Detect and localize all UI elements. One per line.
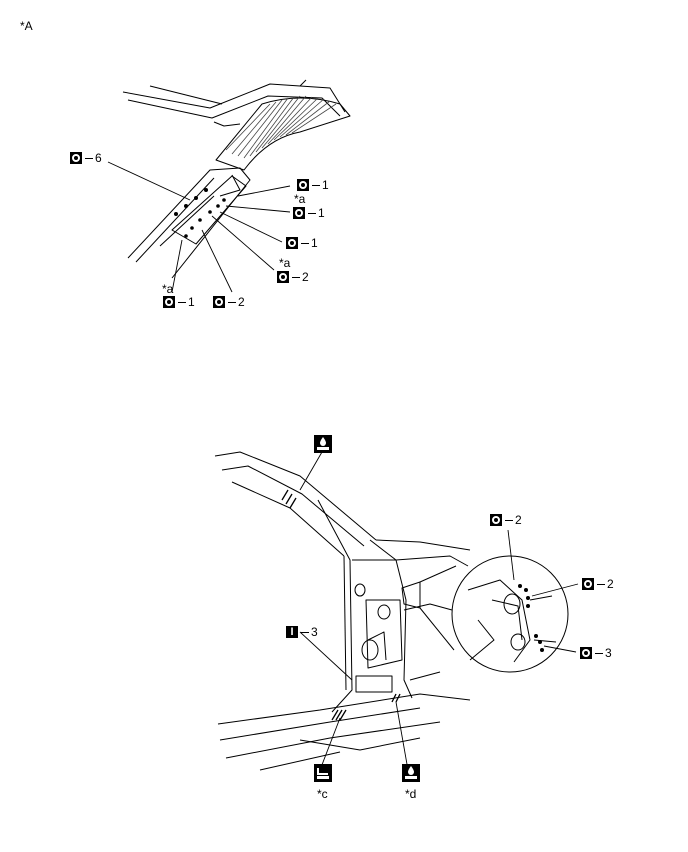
spot-weld-icon bbox=[293, 207, 305, 219]
callout-number: 3 bbox=[311, 625, 318, 639]
sealer-icon-d bbox=[402, 764, 420, 782]
detail-weld-spots bbox=[518, 584, 544, 652]
callout-number: 3 bbox=[605, 646, 612, 660]
callout-number: 2 bbox=[238, 295, 245, 309]
callout-dash bbox=[178, 301, 186, 303]
callout-weld-2-a: 2 bbox=[277, 271, 309, 283]
plug-weld-icon bbox=[286, 626, 298, 638]
spot-weld-icon bbox=[490, 514, 502, 526]
detail-view-circle bbox=[451, 555, 569, 673]
sealer-icon-c bbox=[314, 764, 332, 782]
note-a: *a bbox=[294, 192, 306, 206]
top-pillar-illustration bbox=[122, 79, 351, 279]
top-weld-spots bbox=[174, 188, 226, 238]
spot-weld-icon bbox=[163, 296, 175, 308]
callout-weld-1-bottom: 1 bbox=[163, 296, 195, 308]
callout-dash bbox=[595, 652, 603, 654]
sealer-drop-icon bbox=[317, 437, 329, 450]
callout-dash bbox=[292, 276, 300, 278]
callout-dash bbox=[301, 631, 309, 633]
callout-number: 1 bbox=[188, 295, 195, 309]
view-a-label: *A bbox=[20, 19, 33, 33]
bottom-leader-lines bbox=[299, 451, 579, 771]
spot-weld-icon bbox=[580, 647, 592, 659]
callout-number: 2 bbox=[515, 513, 522, 527]
note-a: *a bbox=[162, 282, 174, 296]
callout-dash bbox=[597, 583, 605, 585]
callout-detail-weld-2-right: 2 bbox=[582, 578, 614, 590]
spot-weld-icon bbox=[277, 271, 289, 283]
spot-weld-icon bbox=[286, 237, 298, 249]
spot-weld-icon bbox=[582, 578, 594, 590]
callout-number: 1 bbox=[322, 178, 329, 192]
top-leader-lines bbox=[107, 161, 291, 293]
callout-weld-2-bottom: 2 bbox=[213, 296, 245, 308]
note-a: *a bbox=[279, 256, 291, 270]
spot-weld-icon bbox=[70, 152, 82, 164]
sealer-icon bbox=[314, 435, 332, 453]
callout-dash bbox=[312, 184, 320, 186]
callout-dash bbox=[505, 519, 513, 521]
callout-number: 1 bbox=[318, 206, 325, 220]
callout-detail-weld-2-top: 2 bbox=[490, 514, 522, 526]
callout-dash bbox=[85, 157, 93, 159]
callout-number: 2 bbox=[302, 270, 309, 284]
callout-number: 1 bbox=[311, 236, 318, 250]
sealer-gun-icon bbox=[317, 768, 329, 779]
callout-weld-6: 6 bbox=[70, 152, 102, 164]
sealer-marks bbox=[281, 489, 401, 721]
callout-weld-1-upper: 1 bbox=[297, 179, 329, 191]
sealer-drop-icon bbox=[405, 766, 417, 779]
callout-number: 2 bbox=[607, 577, 614, 591]
callout-weld-1-a: 1 bbox=[293, 207, 325, 219]
roof-rail-hatch bbox=[225, 95, 337, 159]
callout-dash bbox=[301, 242, 309, 244]
callout-dash bbox=[308, 212, 316, 214]
note-d: *d bbox=[405, 787, 417, 801]
callout-detail-weld-3-right: 3 bbox=[580, 647, 612, 659]
spot-weld-icon bbox=[297, 179, 309, 191]
callout-number: 6 bbox=[95, 151, 102, 165]
note-c: *c bbox=[317, 787, 328, 801]
callout-dash bbox=[228, 301, 236, 303]
bottom-pillar-illustration bbox=[214, 451, 471, 771]
callout-weld-1-mid: 1 bbox=[286, 237, 318, 249]
callout-plug-3: 3 bbox=[286, 626, 318, 638]
spot-weld-icon bbox=[213, 296, 225, 308]
